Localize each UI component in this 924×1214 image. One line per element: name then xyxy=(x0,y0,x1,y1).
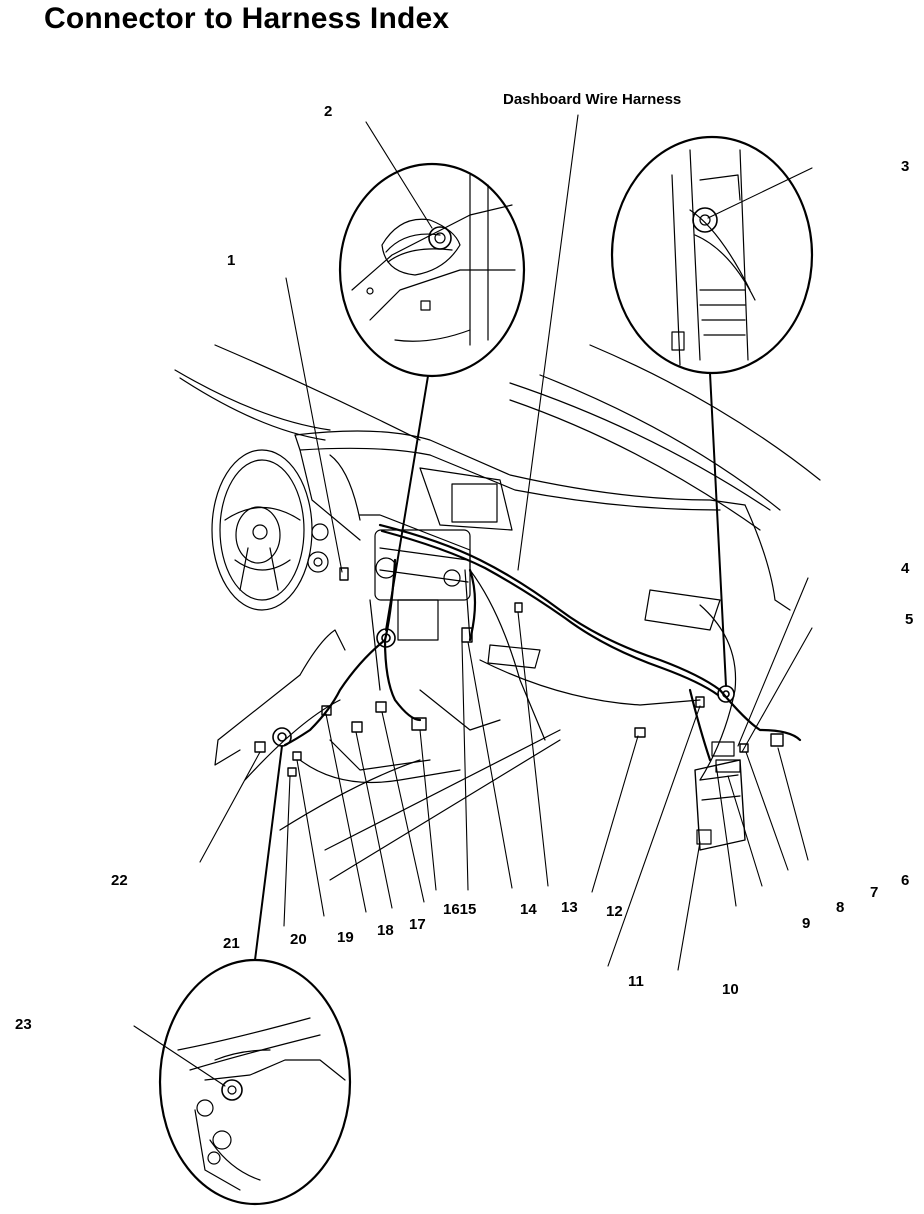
dashboard-wire-harness-label: Dashboard Wire Harness xyxy=(503,91,682,108)
detail-view-3 xyxy=(610,135,814,375)
callout-4: 4 xyxy=(901,560,910,577)
callout-14: 14 xyxy=(520,901,537,918)
callout-21: 21 xyxy=(223,935,240,952)
callout-7: 7 xyxy=(870,884,879,901)
leader-lines xyxy=(133,114,813,1087)
callout-19: 19 xyxy=(337,929,354,946)
detail-view-2 xyxy=(338,162,526,378)
callout-9: 9 xyxy=(802,915,811,932)
dashboard-outline xyxy=(174,344,821,881)
callout-1: 1 xyxy=(227,252,236,269)
callout-20: 20 xyxy=(290,931,307,948)
callout-13: 13 xyxy=(561,899,578,916)
callout-6: 6 xyxy=(901,872,910,889)
callout-17: 17 xyxy=(409,916,426,933)
callout-18: 18 xyxy=(377,922,394,939)
callout-11: 11 xyxy=(628,973,644,990)
page-title: Connector to Harness Index xyxy=(44,2,450,35)
callout-12: 12 xyxy=(606,903,623,920)
callout-5: 5 xyxy=(905,611,914,628)
detail-view-21 xyxy=(158,958,352,1206)
callout-2: 2 xyxy=(324,103,333,120)
callout-8: 8 xyxy=(836,899,845,916)
callout-3: 3 xyxy=(901,158,910,175)
callout-10: 10 xyxy=(722,981,739,998)
callout-23: 23 xyxy=(15,1016,32,1033)
callout-1615: 1615 xyxy=(443,901,477,918)
callout-22: 22 xyxy=(111,872,128,889)
